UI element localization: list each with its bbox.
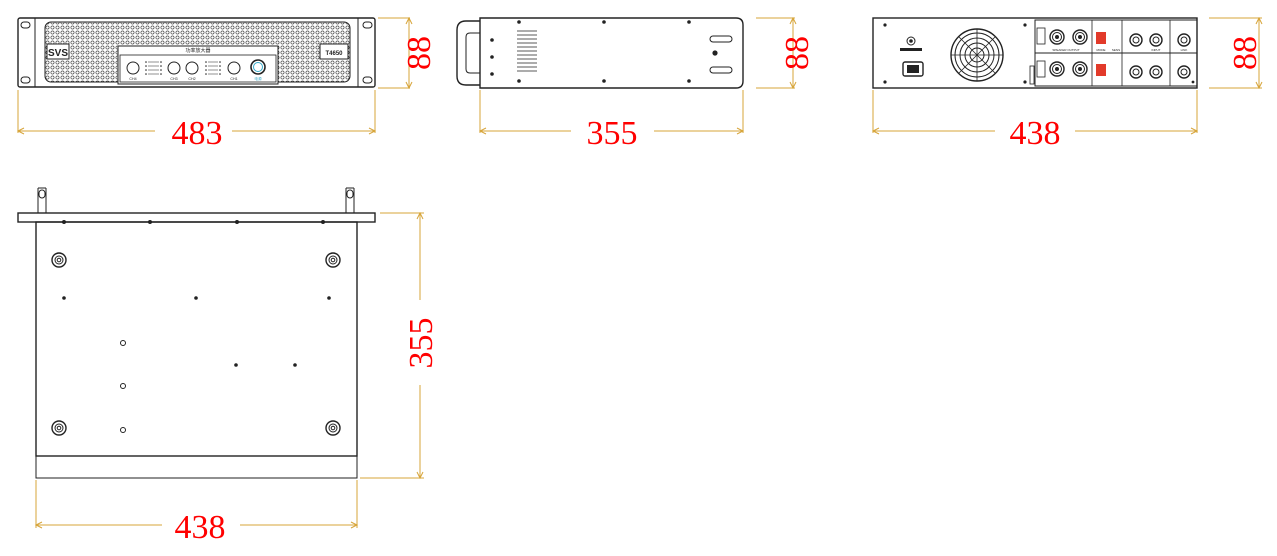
rear-link-label: LINK	[1181, 48, 1188, 52]
knob-label-ch4: CH4	[129, 77, 136, 81]
rear-height-dimension: 88	[1227, 36, 1264, 70]
front-panel-title: 功率放大器	[185, 47, 210, 54]
rear-width-dimension: 438	[1010, 115, 1061, 152]
rear-input-label: INPUT	[1152, 48, 1161, 52]
rear-speaker-label: SPEAKER OUTPUT	[1052, 48, 1080, 52]
top-view: 355 438	[17, 187, 440, 546]
side-height-dimension: 88	[779, 36, 816, 70]
front-width-dimension: 483	[172, 115, 223, 152]
rear-sens-label: SENS	[1112, 48, 1120, 52]
knob-label-ch3: CH3	[170, 77, 177, 81]
side-depth-dimension: 355	[587, 115, 638, 152]
front-height-dimension: 88	[401, 36, 438, 70]
brand-logo: SVS	[48, 48, 68, 59]
knob-label-ch2: CH2	[188, 77, 195, 81]
rear-mode-label: MODE	[1097, 48, 1106, 52]
model-label: T4650	[325, 51, 343, 57]
front-view: 功率放大器 CH4 CH3 CH2 CH1 电源 SVS T4650 88	[16, 16, 438, 152]
knob-label-ch1: CH1	[230, 77, 237, 81]
side-view: 88 355	[456, 16, 816, 152]
power-label: 电源	[254, 76, 262, 81]
rear-view: SPEAKER OUTPUT MODE INPUT LINK SENS 88 4…	[871, 16, 1264, 152]
top-depth-dimension: 355	[403, 318, 440, 369]
top-width-dimension: 438	[175, 509, 226, 546]
